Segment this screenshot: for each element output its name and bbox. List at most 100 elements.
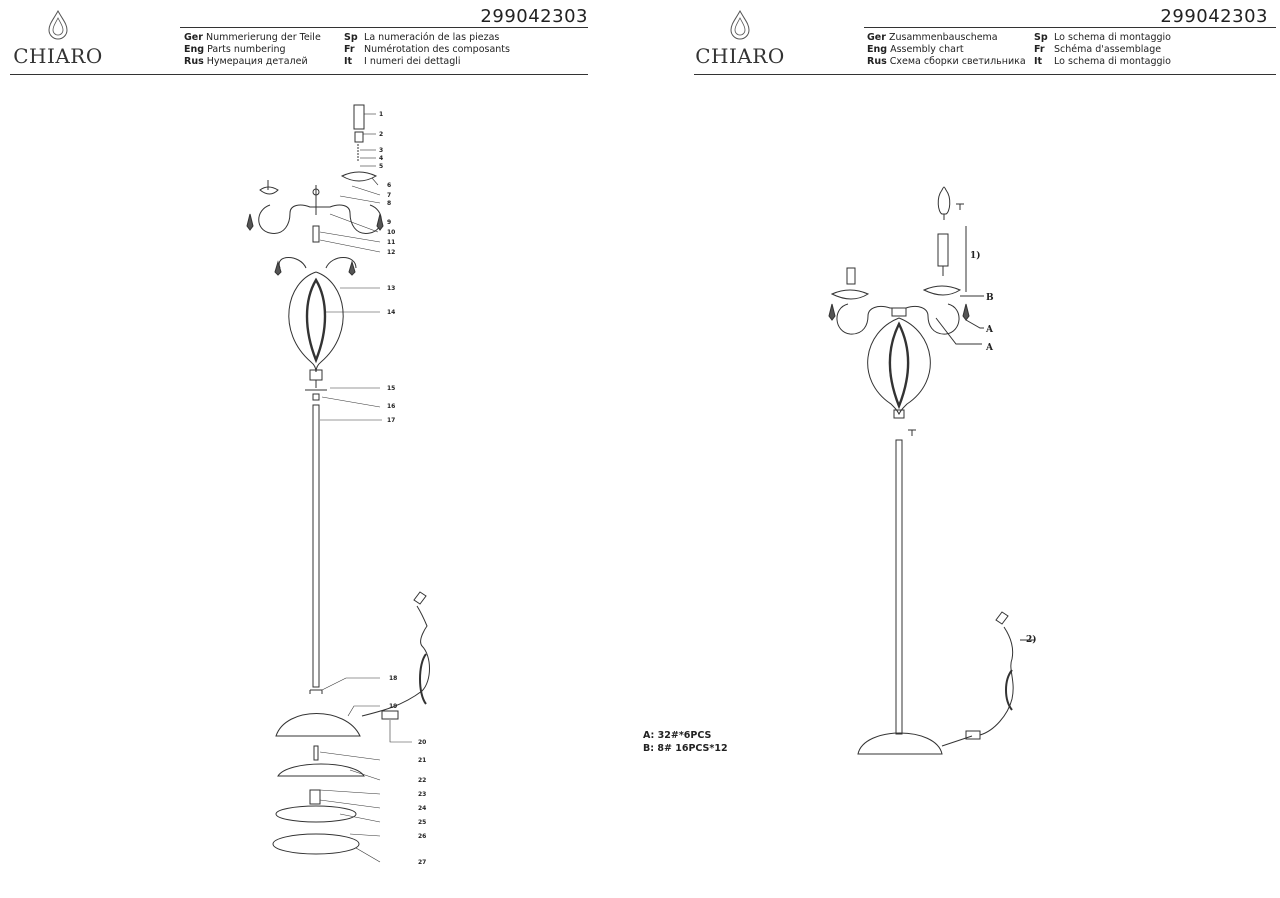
base-disc — [275, 805, 357, 823]
chiaro-logo: CHIARO — [8, 10, 108, 68]
lang-row: Ger Nummerierung der Teile — [184, 32, 321, 43]
callout-23: 23 — [418, 791, 426, 798]
lang-row: Rus Схема сборки светильника — [867, 56, 1026, 67]
twisted-core — [305, 277, 327, 364]
crystal-drop — [962, 303, 970, 321]
lang-row: It Lo schema di montaggio — [1034, 56, 1171, 67]
spec-line-a: A: 32#*6PCS — [643, 730, 712, 741]
lang-list-1: Ger Zusammenbauschema Eng Assembly chart… — [867, 32, 1026, 68]
callout-25: 25 — [418, 819, 426, 826]
lang-row: It I numeri dei dettagli — [344, 56, 461, 67]
arm-frame — [836, 303, 960, 335]
callout-6: 6 — [387, 182, 391, 189]
bobeche — [340, 171, 378, 182]
lang-row: Fr Schéma d'assemblage — [1034, 44, 1162, 55]
base-dome — [275, 713, 361, 737]
leaf-left — [278, 257, 307, 269]
lang-list-2: Sp La numeración de las piezas Fr Numéro… — [344, 32, 510, 68]
callout-9: 9 — [387, 219, 391, 226]
part-label-a: A — [985, 325, 994, 335]
candle-sleeve — [937, 233, 949, 267]
crystal-drop — [246, 213, 254, 231]
bobeche-left — [830, 289, 870, 300]
header-rule — [694, 74, 1276, 75]
drop-logo-icon — [730, 10, 750, 40]
lang-row: Sp Lo schema di montaggio — [1034, 32, 1171, 43]
product-code: 299042303 — [1160, 6, 1268, 27]
callout-16: 16 — [387, 403, 395, 410]
brand-name: CHIARO — [695, 44, 785, 68]
callout-18: 18 — [389, 675, 397, 682]
lang-row: Eng Assembly chart — [867, 44, 964, 55]
lang-row: Rus Нумерация деталей — [184, 56, 308, 67]
bobeche-right — [922, 285, 962, 296]
arm-frame — [258, 204, 382, 234]
lang-row: Sp La numeración de las piezas — [344, 32, 500, 43]
part-label-b: B — [986, 293, 994, 303]
plug — [995, 611, 1009, 625]
callout-19: 19 — [389, 703, 397, 710]
bulb-holder — [354, 131, 364, 143]
callout-8: 8 — [387, 200, 391, 207]
lang-list-2: Sp Lo schema di montaggio Fr Schéma d'as… — [1034, 32, 1171, 68]
callout-15: 15 — [387, 385, 395, 392]
bobeche-left — [259, 186, 279, 195]
callout-3: 3 — [379, 147, 383, 154]
exploded-view-drawing: 1 2 3 4 5 6 7 8 9 10 11 12 13 14 15 16 1… — [246, 104, 430, 866]
twisted-core — [888, 321, 910, 410]
lang-row: Ger Zusammenbauschema — [867, 32, 998, 43]
hardware-spec: A: 32#*6PCS B: 8# 16PCS*12 — [643, 729, 728, 755]
product-code: 299042303 — [480, 6, 588, 27]
assembly-drawing: 1) B A A 2) — [828, 186, 1037, 755]
candle-bulb — [937, 186, 951, 215]
body-frame — [867, 317, 931, 416]
base-dome — [857, 732, 943, 755]
crystal-drop — [828, 303, 836, 321]
crystal-drop — [274, 260, 282, 276]
lang-row: Eng Parts numbering — [184, 44, 286, 55]
header-rule — [180, 27, 588, 28]
candle-sleeve — [353, 104, 365, 130]
callout-27: 27 — [418, 859, 426, 866]
base-plate — [277, 763, 365, 777]
leaf-right — [325, 257, 357, 269]
callout-24: 24 — [418, 805, 426, 812]
callout-20: 20 — [418, 739, 426, 746]
header-rule — [864, 27, 1276, 28]
callout-5: 5 — [379, 163, 383, 170]
body-frame — [288, 271, 344, 373]
spec-line-b: B: 8# 16PCS*12 — [643, 743, 728, 754]
callout-12: 12 — [387, 249, 395, 256]
parts-numbering-sheet: CHIARO 299042303 Ger Nummerierung der Te… — [0, 0, 600, 898]
callout-17: 17 — [387, 417, 395, 424]
callout-11: 11 — [387, 239, 395, 246]
drop-logo-icon — [48, 10, 68, 40]
lang-list-1: Ger Nummerierung der Teile Eng Parts num… — [184, 32, 321, 68]
header-rule — [10, 74, 588, 75]
brand-name: CHIARO — [13, 44, 103, 68]
chiaro-logo: CHIARO — [690, 10, 790, 68]
cord-switch — [381, 710, 399, 720]
step-label-2: 2) — [1026, 634, 1037, 645]
power-cord — [979, 626, 1014, 736]
base-felt — [272, 833, 360, 855]
callout-14: 14 — [387, 309, 395, 316]
callout-26: 26 — [418, 833, 426, 840]
step-label-1: 1) — [970, 250, 981, 261]
callout-1: 1 — [379, 111, 383, 118]
assembly-chart-sheet: CHIARO 299042303 Ger Zusammenbauschema E… — [680, 0, 1280, 898]
pole — [895, 439, 903, 735]
power-cord — [941, 735, 973, 747]
plug — [413, 591, 427, 605]
callout-7: 7 — [387, 192, 391, 199]
callout-4: 4 — [379, 155, 383, 162]
lang-row: Fr Numérotation des composants — [344, 44, 510, 55]
power-cord — [361, 605, 430, 717]
callout-21: 21 — [418, 757, 426, 764]
crystal-drop — [376, 213, 384, 231]
callout-2: 2 — [379, 131, 383, 138]
pole — [312, 404, 320, 688]
callout-22: 22 — [418, 777, 426, 784]
callout-10: 10 — [387, 229, 395, 236]
callout-13: 13 — [387, 285, 395, 292]
